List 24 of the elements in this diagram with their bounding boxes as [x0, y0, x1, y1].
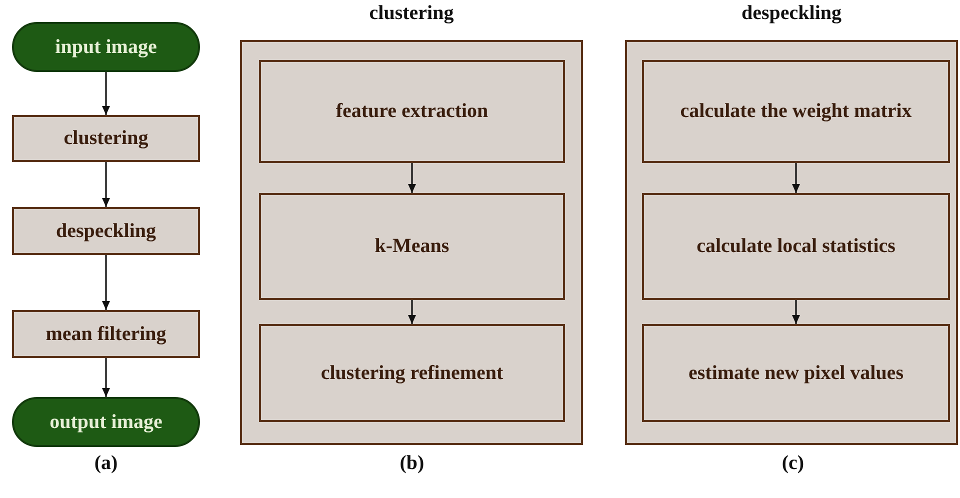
- terminal-pill: input image: [12, 22, 200, 72]
- process-box: feature extraction: [259, 60, 565, 163]
- process-box: clustering: [12, 115, 200, 162]
- arrow: [792, 163, 800, 193]
- arrow: [102, 72, 110, 115]
- process-box: calculate the weight matrix: [642, 60, 950, 163]
- group-heading: clustering: [368, 2, 455, 25]
- arrow: [102, 162, 110, 207]
- process-box: mean filtering: [12, 310, 200, 358]
- process-box: clustering refinement: [259, 324, 565, 422]
- process-box: estimate new pixel values: [642, 324, 950, 422]
- process-box: calculate local statistics: [642, 193, 950, 300]
- arrow: [792, 300, 800, 324]
- arrow: [102, 255, 110, 310]
- panel-label: (b): [400, 452, 424, 475]
- process-box: k-Means: [259, 193, 565, 300]
- terminal-pill: output image: [12, 397, 200, 447]
- process-box: despeckling: [12, 207, 200, 255]
- arrow: [408, 300, 416, 324]
- arrow: [408, 163, 416, 193]
- panel-label: (a): [94, 452, 118, 475]
- group-heading: despeckling: [740, 2, 843, 25]
- arrow: [102, 358, 110, 397]
- panel-label: (c): [782, 452, 804, 475]
